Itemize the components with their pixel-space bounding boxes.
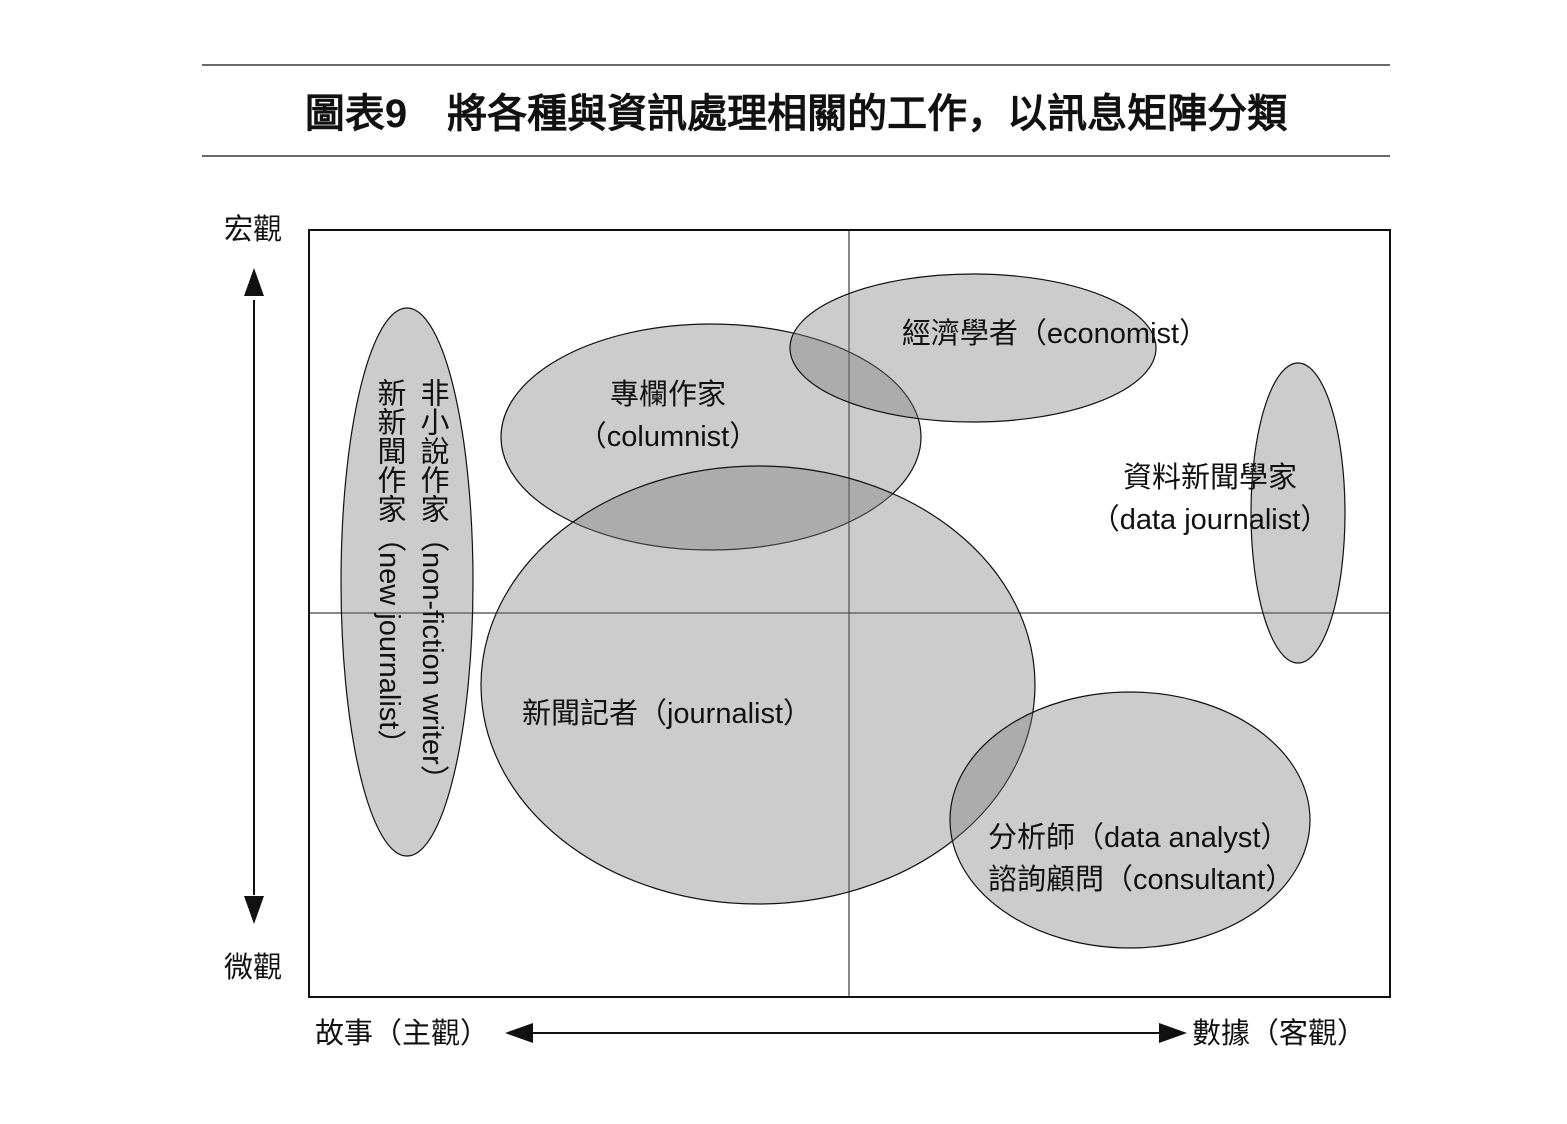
label-journalist: 新聞記者（journalist）: [522, 697, 812, 730]
label-new-journalist: 新新聞作家（new journalist）: [373, 378, 407, 759]
vertical-arrow-up-icon: [244, 268, 264, 296]
axis-label-data: 數據（客觀）: [1192, 1017, 1366, 1050]
ellipse-columnist: [500, 323, 922, 551]
label-data-journalist-en: （data journalist）: [1091, 504, 1330, 536]
ellipse-journalist: [480, 465, 1036, 905]
label-economist: 經濟學者（economist）: [902, 317, 1208, 350]
label-columnist-zh: 專欄作家: [610, 378, 726, 411]
horizontal-arrow-right-icon: [1159, 1023, 1187, 1043]
ellipse-nonfiction-writer: [340, 307, 474, 857]
axis-label-macro: 宏觀: [224, 213, 282, 246]
label-consultant: 諮詢顧問（consultant）: [988, 863, 1294, 896]
horizontal-arrow-left-icon: [505, 1023, 533, 1043]
label-data-analyst: 分析師（data analyst）: [988, 821, 1289, 854]
label-columnist-en: （columnist）: [578, 421, 759, 453]
axis-label-story: 故事（主觀）: [315, 1017, 489, 1050]
ellipse-economist: [789, 273, 1157, 423]
label-data-journalist-zh: 資料新聞學家: [1123, 461, 1297, 494]
ellipse-data-journalist: [1250, 362, 1346, 664]
axis-label-micro: 微觀: [224, 951, 282, 984]
vertical-arrow-down-icon: [244, 896, 264, 924]
ellipse-data-analyst: [949, 691, 1311, 949]
label-nonfiction-writer: 非小說作家（non-fiction writer）: [416, 378, 450, 794]
figure-title: 圖表9 將各種與資訊處理相關的工作，以訊息矩陣分類: [305, 92, 1288, 136]
